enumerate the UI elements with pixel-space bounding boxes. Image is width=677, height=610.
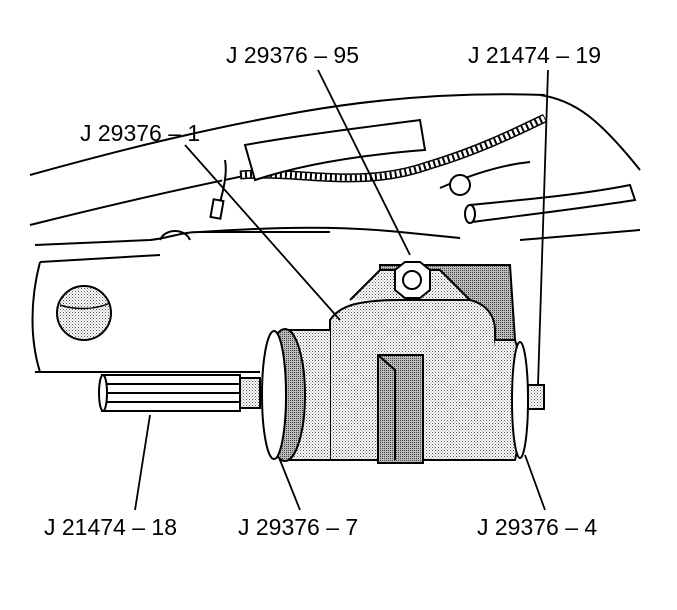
rear-hose [464,183,637,224]
leader-lines [134,69,549,511]
wiring-harness [239,113,547,183]
bolt [527,384,545,410]
vehicle-frame-outline [29,93,641,373]
callout-j29376-95: J 29376 – 95 [226,42,360,68]
callout-j29376-7: J 29376 – 7 [238,514,359,540]
callout-j21474-19: J 21474 – 19 [468,42,602,68]
hose [209,118,427,220]
splined-shaft [98,374,261,412]
callout-j29376-4: J 29376 – 4 [477,514,598,540]
callout-j29376-1: J 29376 – 1 [80,120,201,146]
tool-body [261,299,529,464]
frame-hole [56,285,112,341]
callout-j21474-18: J 21474 – 18 [44,514,178,540]
